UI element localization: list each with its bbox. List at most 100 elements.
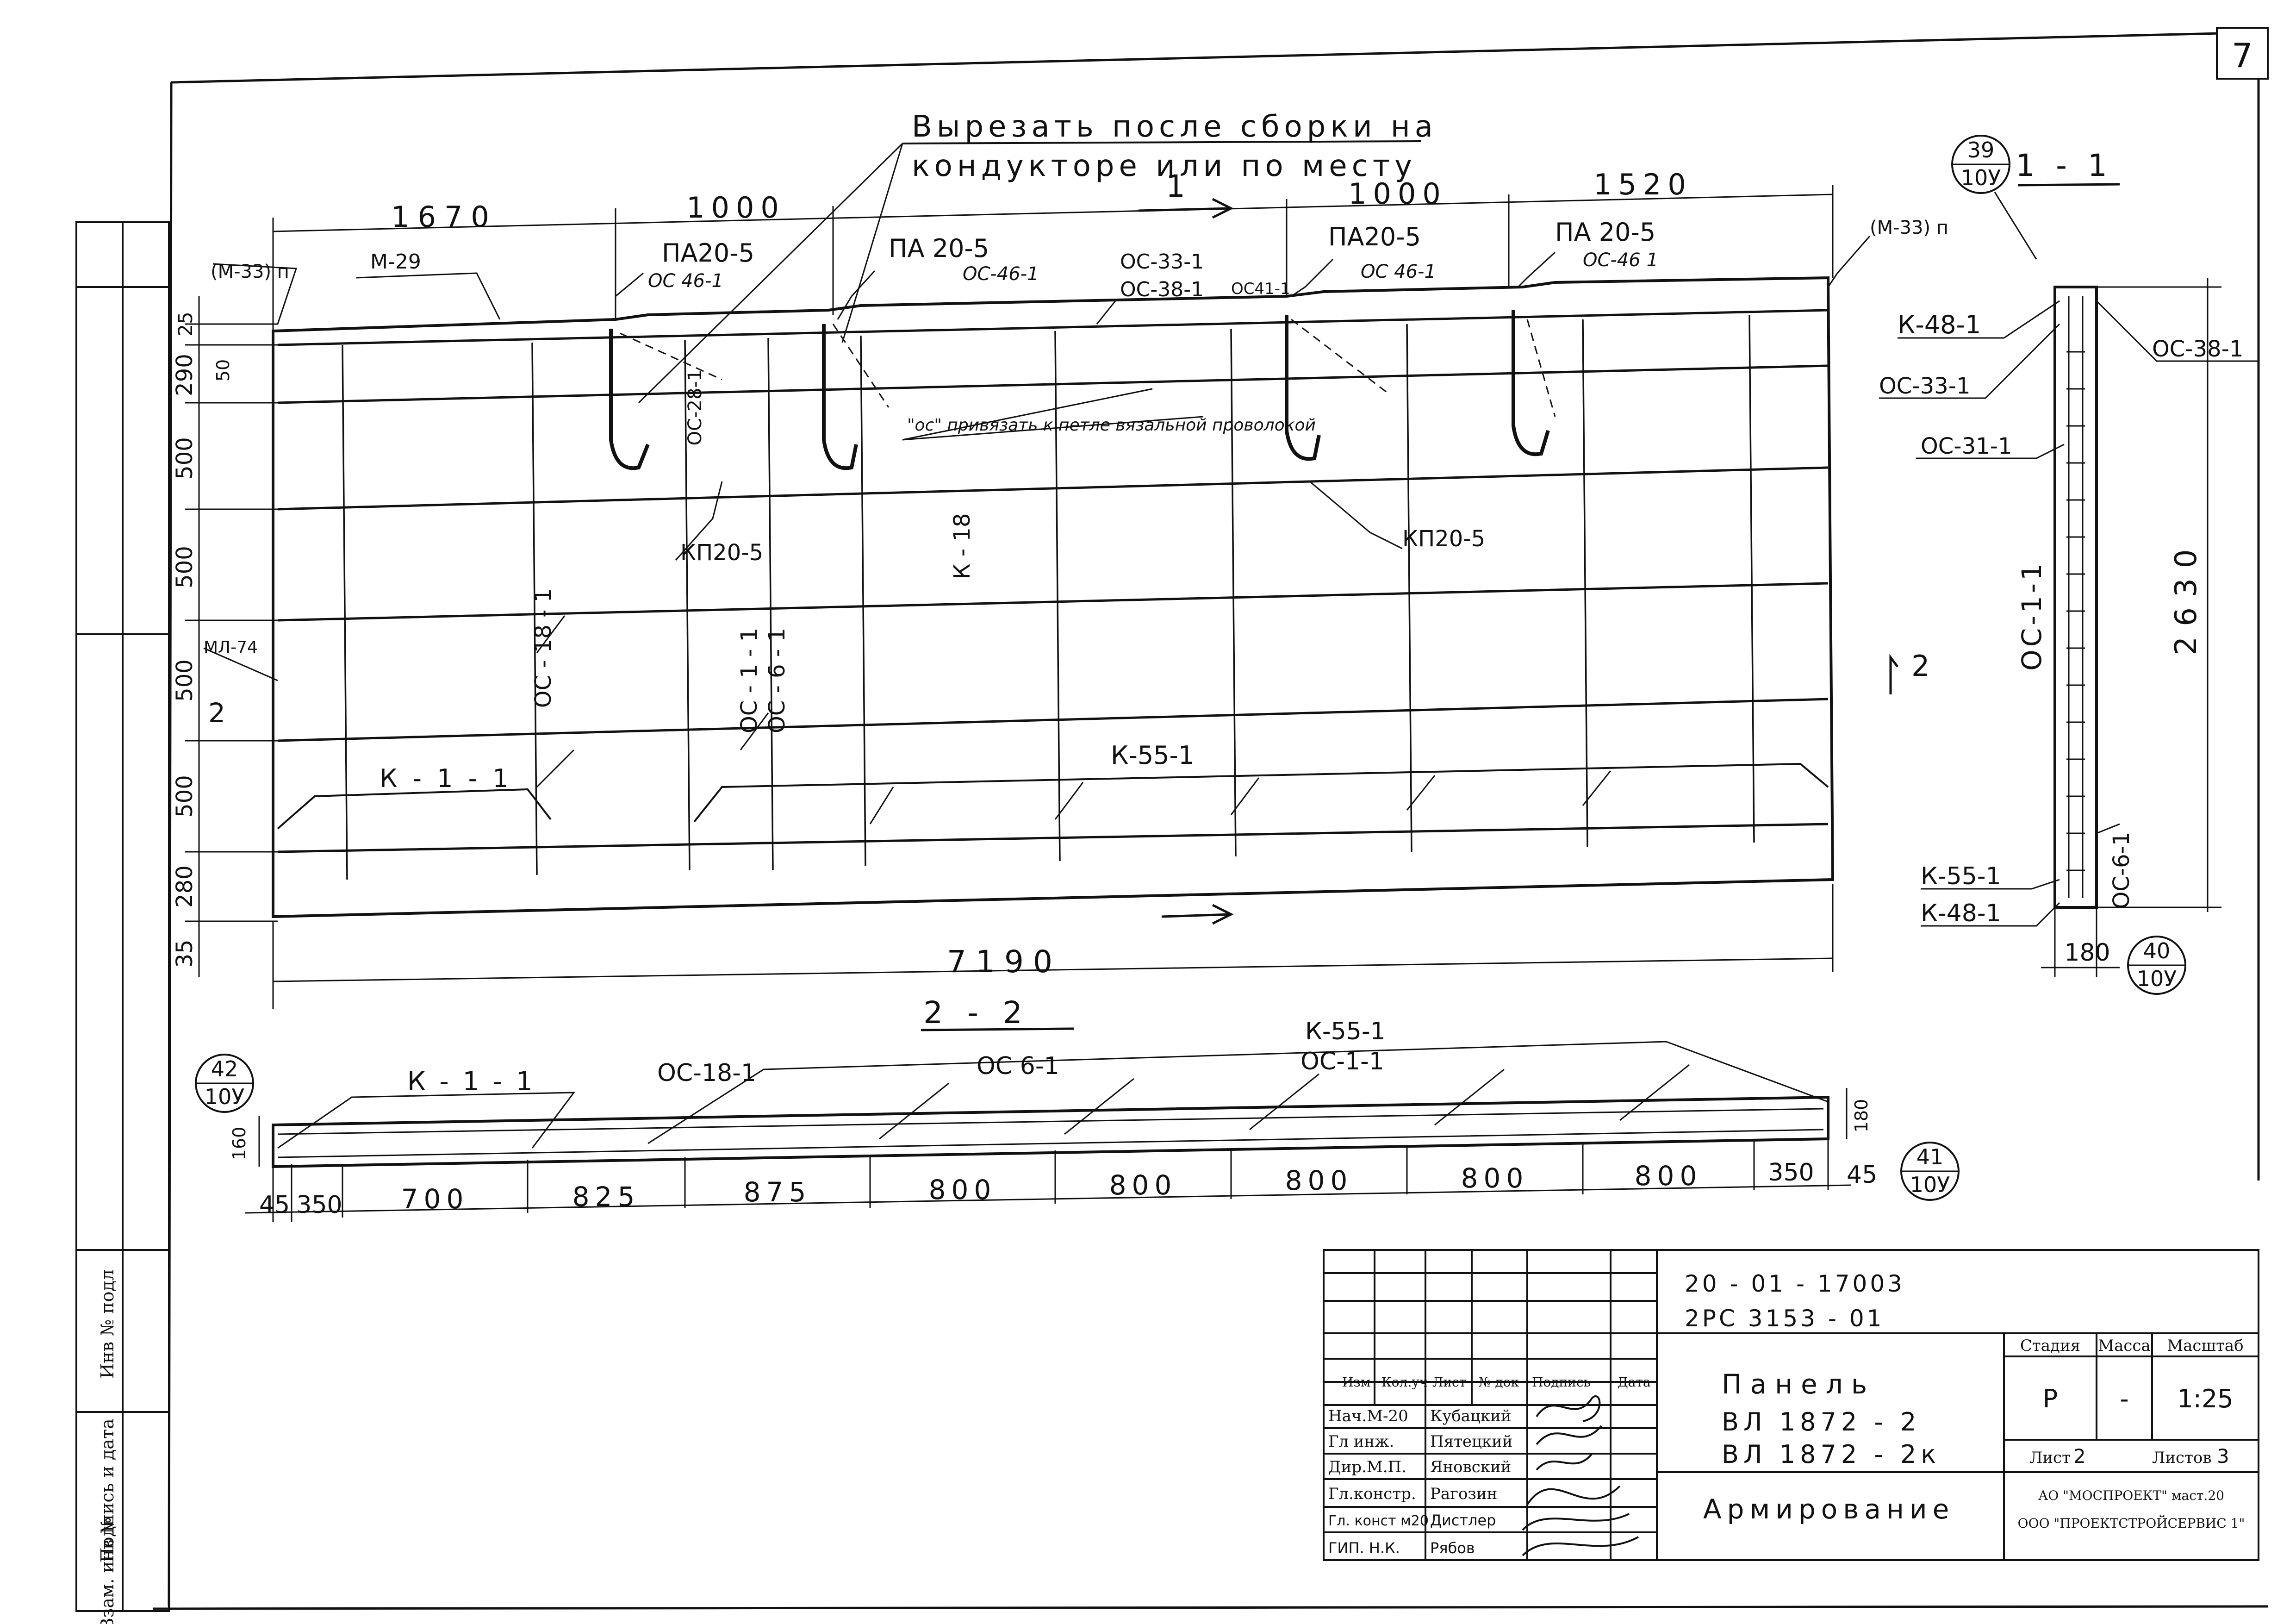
- s11-bubble-bottom: 40 10У: [2127, 936, 2186, 995]
- left-dim-25: 25: [174, 312, 197, 336]
- s22-dim-800-3: 800: [1285, 1165, 1353, 1196]
- label-k55: К-55-1: [1111, 741, 1194, 770]
- s22-dim-875: 875: [744, 1176, 812, 1208]
- sheets-label: Листов: [2152, 1449, 2212, 1467]
- hdr-podpis: Подпись: [1532, 1374, 1591, 1390]
- org-2: ООО "ПРОЕКТСТРОЙСЕРВИС 1": [2018, 1515, 2245, 1531]
- s22-dim-350-left: 350: [296, 1191, 342, 1219]
- label-os33: ОС-33-1: [1120, 250, 1204, 274]
- label-leaders: [203, 236, 1871, 681]
- s22-dim-45-right: 45: [1847, 1161, 1877, 1189]
- label-pa-1: ПА20-5: [662, 238, 754, 268]
- code-2: 2РС 3153 - 01: [1685, 1305, 1884, 1332]
- s11-label-k55: К-55-1: [1921, 862, 2001, 890]
- left-dim-500d: 500: [172, 775, 198, 818]
- hdr-list: Лист: [1432, 1374, 1466, 1390]
- drawing-title: Армирование: [1703, 1493, 1954, 1525]
- s22-dim-800-4: 800: [1461, 1162, 1529, 1194]
- s22-bubble-left: 42 10У: [195, 1054, 254, 1113]
- top-dim-1: 1670: [391, 200, 498, 234]
- bottom-dimension-line: [272, 884, 1834, 1009]
- hdr-izm: Изм: [1342, 1374, 1370, 1390]
- hdr-kol: Кол.уч: [1381, 1374, 1428, 1390]
- hdr-data: Дата: [1618, 1374, 1651, 1390]
- panel-outline: [272, 276, 1835, 918]
- name-5: Дистлер: [1430, 1512, 1496, 1529]
- section-mark-2: [1889, 654, 1898, 694]
- s11-bubble-top-bottom: 10У: [1961, 165, 2001, 190]
- scale-value: 1:25: [2177, 1384, 2233, 1413]
- role-2: Гл инж.: [1328, 1432, 1394, 1451]
- stamp-podpis-data: Подпись и дата: [97, 1418, 118, 1562]
- left-dimension-line: [185, 296, 278, 977]
- name-1: Кубацкий: [1430, 1407, 1512, 1425]
- left-dim-35: 35: [172, 939, 198, 968]
- label-ml74: МЛ-74: [204, 638, 258, 657]
- s11-label-os6: ОС-6-1: [2109, 831, 2134, 909]
- top-dim-4: 1520: [1593, 168, 1692, 201]
- drawing-frame: [152, 31, 2268, 1610]
- scale-header: Масштаб: [2167, 1337, 2243, 1355]
- name-2: Пятецкий: [1430, 1432, 1512, 1451]
- s22-label-os1: ОС-1-1: [1300, 1048, 1384, 1075]
- sheet-number: 7: [2232, 36, 2253, 75]
- role-4: Гл.констр.: [1328, 1485, 1416, 1503]
- signatures: [1522, 1395, 1639, 1556]
- label-m33-right: (М-33) п: [1870, 217, 1948, 238]
- note-leader: [638, 143, 903, 404]
- code-1: 20 - 01 - 17003: [1685, 1270, 1905, 1297]
- s11-bubble-top-top: 39: [1967, 137, 1995, 162]
- note-line2: кондукторе или по месту: [912, 149, 1417, 183]
- section-1-1-rebars: [2066, 296, 2085, 898]
- top-dim-2: 1000: [686, 191, 785, 225]
- s22-dim-700: 700: [401, 1183, 469, 1215]
- s11-width: 180: [2064, 939, 2110, 967]
- section-2-2: 2 - 2 45 350 700 825 875 800 800 800 800…: [195, 995, 1960, 1222]
- label-os46-4: ОС-46 1: [1583, 250, 1658, 271]
- s11-bubble-bottom-bottom: 10У: [2137, 966, 2177, 991]
- main-elevation: 1670 1000 1000 1520 25 290 500 500 500 5…: [172, 168, 1948, 1009]
- s22-bubble-right-bottom: 10У: [1910, 1172, 1950, 1197]
- top-dim-3: 1000: [1348, 177, 1447, 211]
- label-os46-2: ОС-46-1: [963, 263, 1039, 285]
- mass-header: Масса: [2098, 1337, 2150, 1355]
- section-mark-1: [1138, 198, 1234, 925]
- s11-width-dim: [2041, 907, 2120, 977]
- label-kp-1: КП20-5: [680, 540, 763, 566]
- s22-bubble-right-top: 41: [1916, 1144, 1944, 1169]
- label-k1: К - 1 - 1: [380, 764, 512, 793]
- section-2-2-dim-line: [245, 1139, 1852, 1222]
- s11-label-os38: ОС-38-1: [2152, 336, 2244, 362]
- section-1-1: 1 - 1 39 10У 2630 180 40 10У: [1879, 135, 2259, 995]
- sheet-label: Лист: [2029, 1449, 2071, 1467]
- name-3: Яновский: [1430, 1458, 1511, 1476]
- label-os41: ОС41-1: [1231, 280, 1290, 298]
- horizontal-rebars: [277, 309, 1829, 853]
- left-stamp: [75, 221, 170, 1612]
- s11-label-os33: ОС-33-1: [1879, 373, 1971, 399]
- k-frame-diagonals: [536, 615, 1612, 824]
- s11-height: 2630: [2169, 539, 2203, 656]
- section-2-2-rebars: [277, 1041, 1829, 1158]
- label-os38: ОС-38-1: [1120, 278, 1204, 301]
- left-dim-500c: 500: [172, 659, 198, 702]
- s22-height-left: 160: [229, 1127, 249, 1161]
- section-2-label: 2: [1911, 649, 1929, 683]
- role-5: Гл. конст м20: [1328, 1513, 1429, 1529]
- sheets-value: 3: [2217, 1445, 2229, 1468]
- vertical-rebars: [342, 314, 1755, 880]
- top-dimension-line: [272, 185, 1834, 352]
- label-os1: ОС - 1 - 1: [736, 628, 762, 733]
- role-3: Дир.М.П.: [1328, 1458, 1406, 1476]
- bottom-dim-7190: 7190: [947, 944, 1062, 980]
- s22-bubble-left-top: 42: [211, 1056, 238, 1081]
- name-4: Рагозин: [1430, 1485, 1497, 1503]
- label-os18: ОС - 18 - 1: [530, 588, 556, 708]
- s22-height-right: 180: [1851, 1099, 1872, 1133]
- stamp-vzam-inv: Взам. инв №: [97, 1517, 118, 1624]
- section-1-1-underline: [2017, 183, 2120, 187]
- label-m33-left: (М-33) п: [211, 261, 289, 282]
- s11-label-os31: ОС-31-1: [1921, 433, 2012, 459]
- s11-label-k48-top: К-48-1: [1898, 310, 1981, 339]
